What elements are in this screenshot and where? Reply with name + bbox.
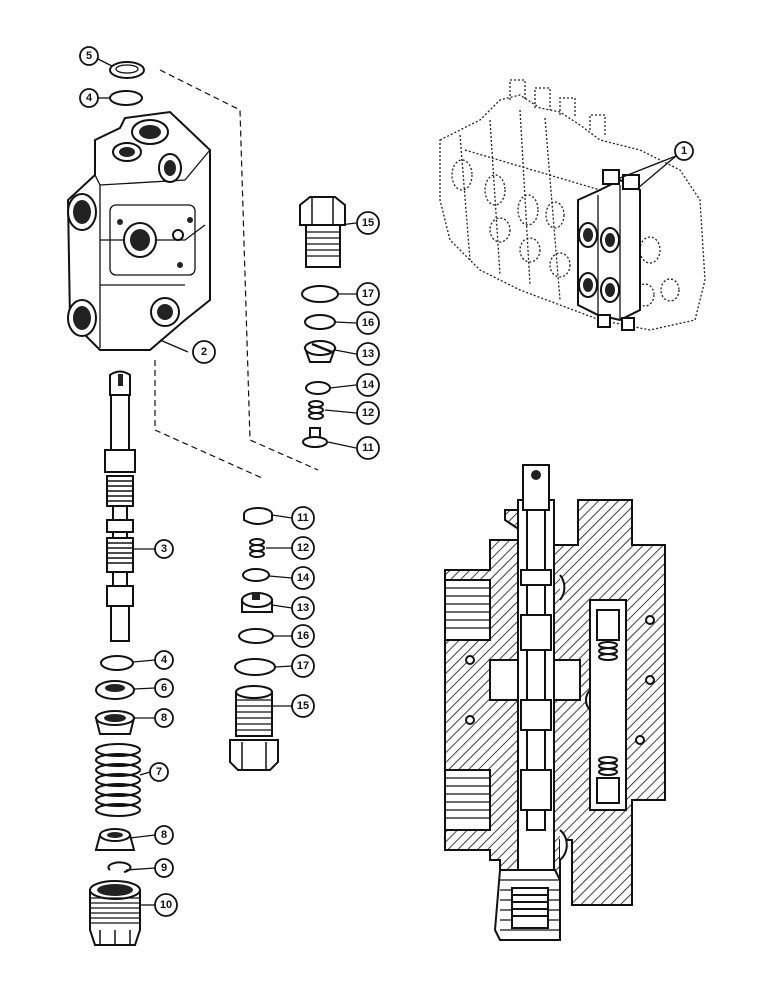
svg-text:6: 6 [161, 682, 167, 694]
part-plug-15-upper [299, 196, 346, 268]
part-spring-12-upper [308, 400, 324, 420]
leader-lines [97, 58, 357, 906]
callout-10: 10 [154, 893, 178, 917]
part-oring-4-top [109, 90, 143, 106]
part-oring-14-upper [305, 381, 331, 395]
svg-text:15: 15 [362, 217, 374, 229]
part-oring-17-lower [234, 658, 276, 676]
callout-16-lower: 16 [291, 624, 315, 648]
callout-4-lower: 4 [154, 650, 174, 670]
svg-text:11: 11 [362, 442, 374, 454]
callout-3: 3 [154, 539, 174, 559]
part-spring-12-lower [249, 538, 265, 558]
svg-text:5: 5 [86, 50, 92, 62]
svg-text:3: 3 [161, 543, 167, 555]
svg-text:15: 15 [297, 700, 309, 712]
callout-11-lower: 11 [291, 506, 315, 530]
svg-text:8: 8 [161, 829, 167, 841]
part-spring-seat-8-lower [94, 828, 136, 851]
part-oring-17-upper [301, 285, 339, 303]
valve-section-cutaway [444, 464, 666, 941]
svg-text:11: 11 [297, 512, 309, 524]
part-oring-14-lower [242, 568, 270, 582]
svg-text:13: 13 [362, 348, 374, 360]
svg-text:14: 14 [297, 572, 310, 584]
part-plug-15-lower [229, 685, 279, 771]
callout-12-lower: 12 [291, 536, 315, 560]
callout-8-lower: 8 [154, 825, 174, 845]
svg-text:7: 7 [156, 766, 162, 778]
part-valve-housing-2 [66, 110, 211, 351]
svg-text:12: 12 [362, 407, 374, 419]
svg-text:10: 10 [160, 899, 172, 911]
assembly-guide-lines [154, 69, 319, 479]
callout-5: 5 [79, 46, 99, 66]
svg-text:13: 13 [297, 602, 309, 614]
callout-11-upper: 11 [356, 436, 380, 460]
svg-text:16: 16 [297, 630, 309, 642]
callout-15-lower: 15 [291, 694, 315, 718]
callout-12-upper: 12 [356, 401, 380, 425]
part-seat-13-lower [241, 592, 273, 613]
part-oring-4-lower [100, 655, 134, 671]
callout-13-upper: 13 [356, 342, 380, 366]
part-seal-6 [95, 680, 135, 700]
callout-15-upper: 15 [356, 211, 380, 235]
svg-text:14: 14 [362, 379, 375, 391]
svg-text:8: 8 [161, 712, 167, 724]
callout-14-lower: 14 [291, 566, 315, 590]
part-poppet-11-lower [243, 507, 273, 525]
svg-text:1: 1 [681, 145, 687, 157]
part-poppet-11-upper [302, 427, 328, 448]
callout-7: 7 [149, 762, 169, 782]
part-spool-3 [104, 370, 136, 642]
callout-17-upper: 17 [356, 282, 380, 306]
callout-14-upper: 14 [356, 373, 380, 397]
svg-text:9: 9 [161, 862, 167, 874]
svg-text:4: 4 [86, 92, 93, 104]
callout-2: 2 [192, 340, 216, 364]
part-ring-16-lower [238, 628, 274, 644]
callout-6: 6 [154, 678, 174, 698]
callout-9: 9 [154, 858, 174, 878]
svg-text:2: 2 [201, 346, 207, 358]
callout-17-lower: 17 [291, 654, 315, 678]
callout-4-top: 4 [79, 88, 99, 108]
callout-13-lower: 13 [291, 596, 315, 620]
valve-bank-assembly-view [439, 79, 706, 331]
callout-16-upper: 16 [356, 311, 380, 335]
part-seat-13-upper [303, 340, 337, 363]
part-spring-seat-8-upper [94, 710, 136, 735]
callout-1: 1 [674, 141, 694, 161]
part-spring-7 [95, 743, 141, 817]
svg-text:17: 17 [297, 660, 309, 672]
svg-text:4: 4 [161, 654, 168, 666]
callout-8-upper: 8 [154, 708, 174, 728]
part-ring-16-upper [304, 314, 336, 330]
part-cap-10 [89, 880, 141, 946]
part-seal-5 [109, 61, 145, 79]
svg-text:12: 12 [297, 542, 309, 554]
svg-text:17: 17 [362, 288, 374, 300]
svg-text:16: 16 [362, 317, 374, 329]
